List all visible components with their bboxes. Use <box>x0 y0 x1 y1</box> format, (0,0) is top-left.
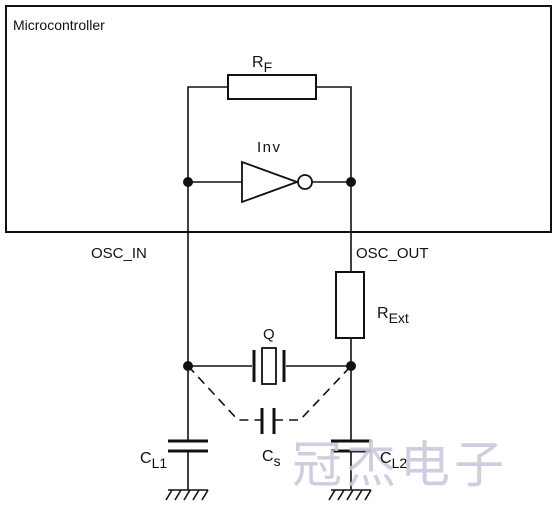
rext-main: R <box>377 305 389 322</box>
cs-label: Cs <box>262 448 281 469</box>
cl1-label: CL1 <box>140 450 167 471</box>
cs-sub: s <box>274 453 281 469</box>
microcontroller-box <box>5 5 552 233</box>
rext-label: RExt <box>377 305 409 326</box>
cl2-main: C <box>380 450 392 467</box>
osc-in-label: OSC_IN <box>91 245 147 262</box>
rext-sub: Ext <box>389 310 409 326</box>
load-capacitor-1 <box>168 439 208 490</box>
load-capacitor-2 <box>331 439 371 490</box>
rf-main: R <box>252 54 264 71</box>
inverter-label: Inv <box>257 139 282 156</box>
rf-label: RF <box>252 54 272 75</box>
cl2-sub: L2 <box>392 455 408 471</box>
feedback-loop-wires <box>187 86 352 182</box>
crystal-symbol <box>188 347 351 385</box>
microcontroller-label: Microcontroller <box>13 17 105 33</box>
cl1-sub: L1 <box>152 455 168 471</box>
watermark-text: 冠杰电子 <box>292 436 508 494</box>
stray-capacitance <box>187 365 352 434</box>
cs-main: C <box>262 448 274 465</box>
feedback-resistor <box>227 74 317 100</box>
osc-out-label: OSC_OUT <box>356 245 429 262</box>
cl1-main: C <box>140 450 152 467</box>
crystal-label: Q <box>263 326 275 343</box>
ground-symbol <box>328 489 372 501</box>
inverter-symbol <box>188 160 351 204</box>
cl2-label: CL2 <box>380 450 407 471</box>
rf-sub: F <box>264 59 273 75</box>
ground-symbol <box>165 489 209 501</box>
external-resistor <box>335 271 365 339</box>
